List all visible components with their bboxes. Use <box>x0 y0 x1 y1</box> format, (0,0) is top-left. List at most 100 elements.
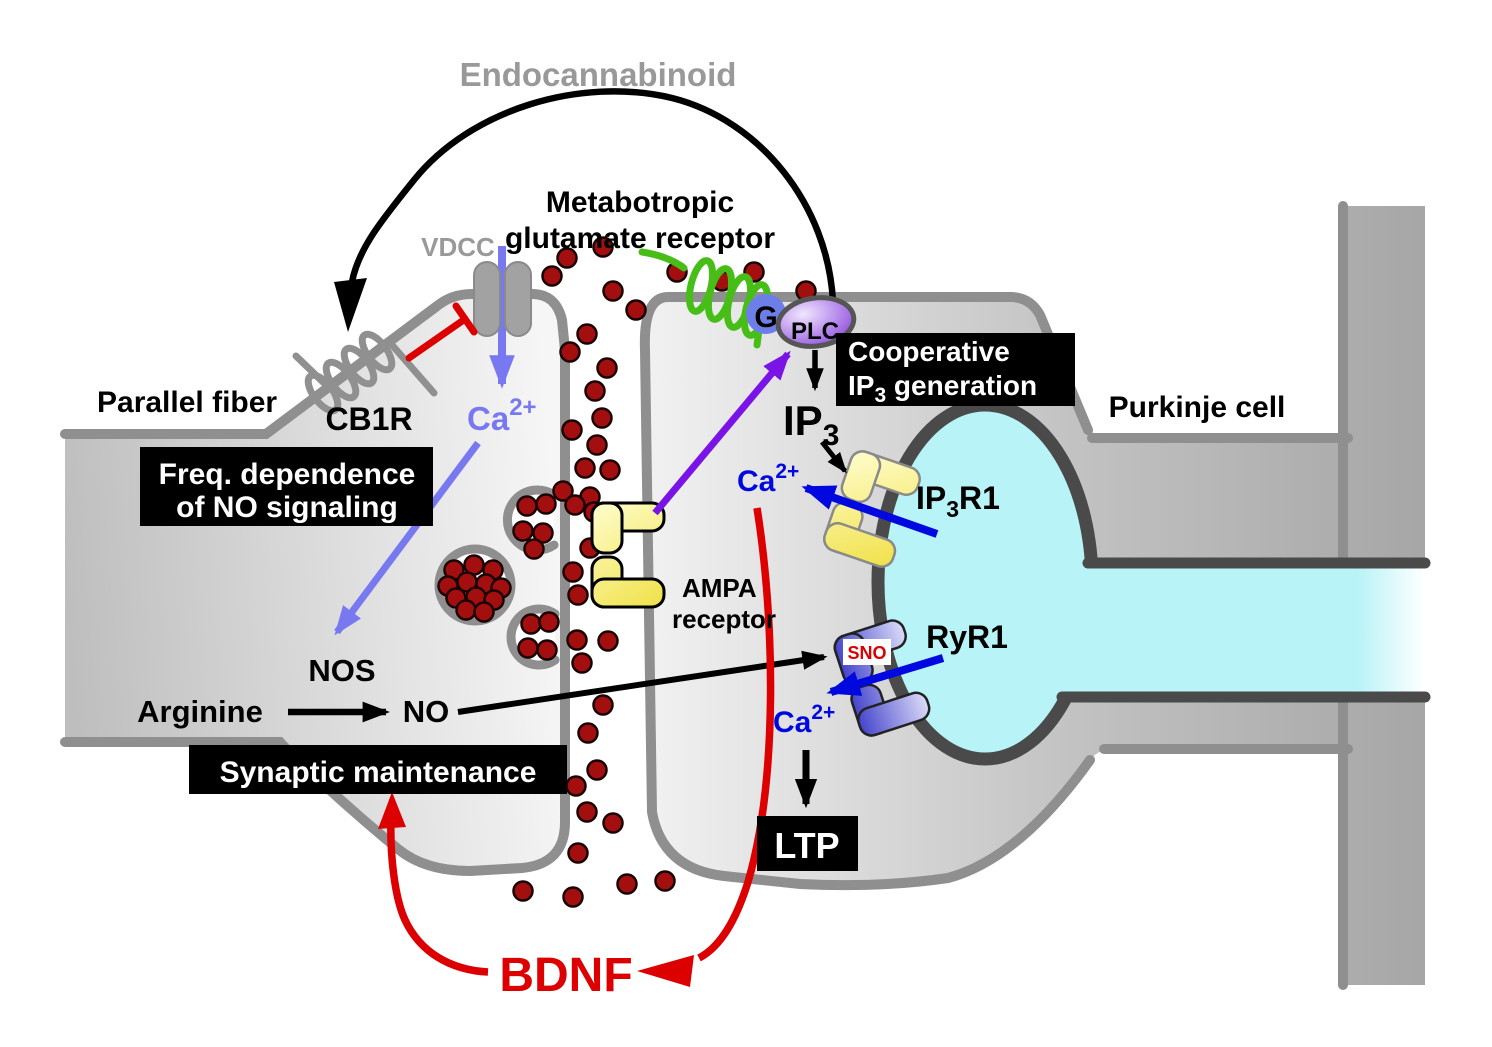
ip3-to-ip3r1-arrow <box>820 440 847 474</box>
synaptic-vesicles <box>434 236 817 908</box>
no-label: NO <box>403 694 450 729</box>
glutamate-dot <box>567 842 589 864</box>
glutamate-dot <box>562 886 584 908</box>
glutamate-dot <box>473 601 495 623</box>
glutamate-dot <box>517 637 539 659</box>
glutamate-dot <box>538 611 560 633</box>
ampa-to-plc-arrow <box>652 350 791 516</box>
cooperative-ip3-box: Cooperative IP3 generation <box>836 333 1075 407</box>
glutamate-dot <box>559 341 581 363</box>
calcium-presyn-label: Ca2+ <box>467 394 537 437</box>
glutamate-dot <box>654 870 676 892</box>
glutamate-dot <box>596 357 618 379</box>
endocannabinoid-arrowhead <box>334 278 367 332</box>
ltp-label: LTP <box>774 825 839 866</box>
glutamate-dot <box>625 299 647 321</box>
freq-box-line2: of NO signaling <box>176 491 398 524</box>
glutamate-dot <box>535 493 557 515</box>
vdcc-label: VDCC <box>421 232 495 262</box>
glutamate-dot <box>566 629 588 651</box>
cb1r-label: CB1R <box>325 401 412 437</box>
glutamate-dot <box>599 459 621 481</box>
glutamate-dot <box>576 323 598 345</box>
glutamate-dot <box>592 694 614 716</box>
nos-label: NOS <box>308 653 375 688</box>
glutamate-dot <box>516 495 538 517</box>
ip3r1-receptor <box>823 450 921 568</box>
ip3r1-calcium-release-arrow <box>801 484 939 538</box>
glutamate-dot <box>512 880 534 902</box>
vdcc-subunit-right <box>504 261 532 337</box>
glutamate-dot <box>523 538 545 560</box>
bdnf-label: BDNF <box>499 949 632 1002</box>
ryr1-label: RyR1 <box>926 619 1008 655</box>
endocannabinoid-arc <box>334 88 837 332</box>
glutamate-dot <box>536 639 558 661</box>
glutamate-dot <box>577 722 599 744</box>
glutamate-dot <box>520 613 542 635</box>
glutamate-dot <box>565 775 587 797</box>
glutamate-dot <box>586 434 608 456</box>
glutamate-dot <box>602 812 624 834</box>
parallel-fiber-label: Parallel fiber <box>97 386 277 419</box>
ip3-label: IP3 <box>783 397 839 452</box>
glutamate-dot <box>616 873 638 895</box>
glutamate-dot <box>591 407 613 429</box>
calcium-ryr1-label: Ca2+ <box>773 701 835 739</box>
glutamate-dot <box>574 457 596 479</box>
arginine-label: Arginine <box>137 694 263 729</box>
ca-to-bdnf-curve <box>697 507 775 962</box>
sno-badge <box>843 639 891 665</box>
glutamate-dot <box>567 584 589 606</box>
glutamate-dot <box>541 265 563 287</box>
plc-enzyme <box>775 295 857 349</box>
glutamate-dot <box>576 801 598 823</box>
endocannabinoid-label: Endocannabinoid <box>460 56 737 93</box>
synaptic-maintenance-label: Synaptic maintenance <box>220 756 537 789</box>
calcium-ip3r1-label: Ca2+ <box>737 460 799 498</box>
freq-dependence-box: Freq. dependence of NO signaling <box>140 447 433 526</box>
maintenance-arrowhead <box>378 792 406 829</box>
glutamate-dot <box>584 380 606 402</box>
g-protein-label: G <box>754 301 777 334</box>
synaptic-maintenance-box: Synaptic maintenance <box>189 745 567 794</box>
glutamate-dot <box>561 419 583 441</box>
glutamate-dot <box>586 759 608 781</box>
vdcc-channel <box>473 246 532 389</box>
bdnf-arrowhead <box>637 955 694 987</box>
glutamate-dot <box>571 652 593 674</box>
ampa-label-line1: AMPA <box>682 573 757 603</box>
ryr1-calcium-release-arrow <box>826 654 945 696</box>
no-to-ryr1-arrow <box>457 650 828 715</box>
plc-label: PLC <box>791 318 839 345</box>
glutamate-dot <box>512 520 534 542</box>
glutamate-dot <box>592 236 614 258</box>
glutamate-dot <box>562 561 584 583</box>
ca-to-nos-arrow <box>334 440 481 636</box>
purkinje-cell-label: Purkinje cell <box>1109 391 1286 424</box>
mglur-label-line1: Metabotropic <box>546 186 734 219</box>
cb1r-inhibition-tbar <box>405 302 478 362</box>
bdnf-to-maintenance-curve <box>387 819 489 976</box>
sno-label: SNO <box>847 643 886 663</box>
mglur-label-line2: glutamate receptor <box>505 222 775 255</box>
bdnf-loop <box>387 507 775 976</box>
er-tube <box>1045 568 1425 692</box>
vdcc-subunit-left <box>473 261 501 337</box>
freq-box-line1: Freq. dependence <box>159 458 416 491</box>
glutamate-dot <box>597 630 619 652</box>
cooperative-line1: Cooperative <box>848 336 1010 367</box>
ampa-receptor <box>590 501 666 609</box>
glutamate-dot <box>564 494 586 516</box>
ip3r1-label: IP3R1 <box>916 480 1000 522</box>
ampa-label-line2: receptor <box>672 604 776 634</box>
cooperative-line2: IP3 generation <box>848 370 1037 407</box>
ltp-box: LTP <box>757 816 858 871</box>
glutamate-dot <box>602 280 624 302</box>
cb1r-receptor-icon <box>292 330 438 415</box>
glutamate-dot <box>455 599 477 621</box>
glutamate-dot <box>532 522 554 544</box>
purkinje-spine-membrane <box>639 292 1095 891</box>
